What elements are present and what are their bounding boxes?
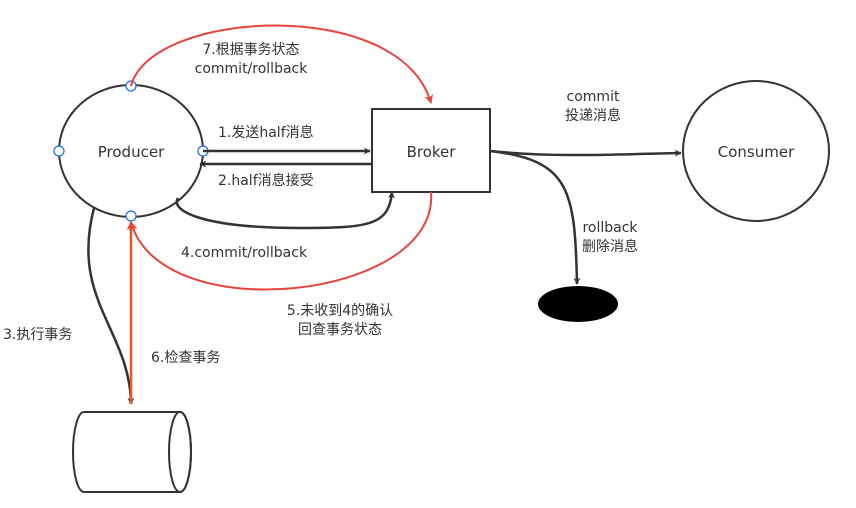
edge-4-commit-rollback[interactable] (175, 191, 395, 230)
commit-label-line2: 投递消息 (565, 107, 621, 124)
broker-label: Broker (407, 143, 457, 161)
edge-6-label: 6.检查事务 (151, 350, 220, 366)
consumer-node[interactable] (682, 80, 830, 222)
rollback-label-line1: rollback (582, 220, 638, 236)
rollback-label-line2: 删除消息 (582, 238, 638, 255)
producer-label: Producer (98, 143, 165, 161)
producer-handle-bottom[interactable] (125, 210, 137, 222)
database-cylinder[interactable] (72, 411, 192, 493)
edge-5-check-back[interactable] (128, 191, 433, 291)
edge-7-commit-rollback[interactable] (130, 24, 434, 104)
edge-5-label-line1: 5.未收到4的确认 (287, 303, 393, 319)
edge-2-label: 2.half消息接受 (218, 172, 314, 189)
edge-7-label-line1: 7.根据事务状态 (202, 42, 299, 58)
edge-3-execute-transaction[interactable] (87, 207, 135, 405)
edge-5-label-line2: 回查事务状态 (298, 322, 382, 338)
producer-handle-left[interactable] (53, 145, 65, 157)
edge-3-label: 3.执行事务 (3, 327, 72, 343)
edge-4-label: 4.commit/rollback (181, 245, 308, 261)
edge-rollback-delete[interactable] (489, 149, 581, 285)
discard-sink[interactable] (538, 286, 618, 322)
edge-7-label-line2: commit/rollback (195, 61, 309, 77)
commit-label-line1: commit (567, 89, 620, 105)
edge-commit-deliver[interactable] (489, 149, 682, 157)
broker-node[interactable] (371, 108, 491, 193)
edge-1-label: 1.发送half消息 (218, 124, 314, 141)
consumer-label: Consumer (718, 143, 795, 161)
